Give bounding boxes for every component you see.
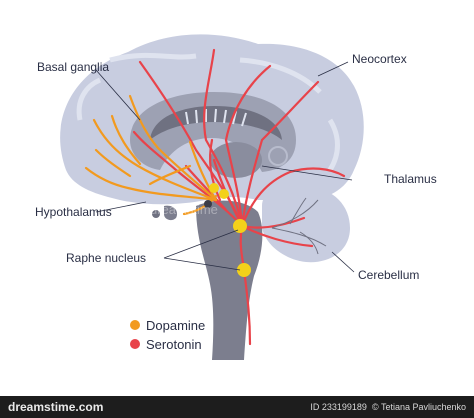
dopamine-nucleus <box>209 183 219 193</box>
watermark: dreamstime <box>150 202 218 217</box>
label-cerebellum: Cerebellum <box>358 268 419 282</box>
ventricle-stripes <box>185 108 247 127</box>
label-hypothalamus: Hypothalamus <box>35 205 112 219</box>
nuclei <box>209 183 251 277</box>
dopamine-path <box>92 118 218 202</box>
dopamine-path <box>84 166 218 202</box>
brain-shape <box>60 34 364 360</box>
hypothalamus-dot <box>152 210 160 218</box>
legend-dopamine-label: Dopamine <box>146 318 205 333</box>
gyrus-fold <box>327 118 340 172</box>
serotonin-path <box>240 80 320 228</box>
dopamine-path <box>94 148 132 178</box>
dopamine-pathways <box>84 94 218 216</box>
author-credit: © Tetiana Pavliuchenko <box>371 402 466 412</box>
dopamine-nucleus <box>219 189 229 199</box>
serotonin-path <box>240 216 306 229</box>
label-neocortex: Neocortex <box>352 52 407 66</box>
pituitary <box>164 205 178 221</box>
serotonin-path <box>203 48 244 228</box>
hypothalamus-dot <box>204 200 212 208</box>
legend-serotonin-label: Serotonin <box>146 337 202 352</box>
dopamine-path <box>188 140 218 202</box>
dopamine-path <box>128 94 218 202</box>
dopamine-path <box>148 164 192 186</box>
thalamus-region <box>210 142 262 178</box>
stock-credit: ID 233199189 © Tetiana Pavliuchenko <box>310 402 466 412</box>
leader-lines <box>95 61 355 273</box>
serotonin-path <box>240 224 314 248</box>
stock-footer: dreamstime.com ID 233199189 © Tetiana Pa… <box>0 396 474 418</box>
serotonin-path <box>184 164 228 212</box>
ventricle <box>150 106 282 140</box>
serotonin-path <box>224 64 272 228</box>
legend-dopamine-swatch <box>130 320 140 330</box>
dopamine-path <box>182 194 218 216</box>
raphe-nucleus-upper <box>233 219 247 233</box>
gyrus-fold <box>76 77 102 121</box>
brainstem <box>196 200 263 360</box>
image-id: ID 233199189 <box>310 402 367 412</box>
raphe-nucleus-lower <box>237 263 251 277</box>
serotonin-path <box>240 167 346 228</box>
label-raphe-nucleus: Raphe nucleus <box>66 251 146 265</box>
label-basal-ganglia: Basal ganglia <box>37 60 109 74</box>
serotonin-path <box>209 138 222 202</box>
cerebellum <box>262 185 350 263</box>
serotonin-path <box>242 268 252 346</box>
cerebellum-branches <box>271 197 327 255</box>
label-thalamus: Thalamus <box>384 172 437 186</box>
legend: Dopamine Serotonin <box>130 318 205 352</box>
stock-logo: dreamstime.com <box>8 400 104 414</box>
gyrus-fold <box>109 52 197 63</box>
thalamus-swirl <box>268 146 288 166</box>
dopamine-path <box>110 114 142 166</box>
legend-serotonin-swatch <box>130 339 140 349</box>
